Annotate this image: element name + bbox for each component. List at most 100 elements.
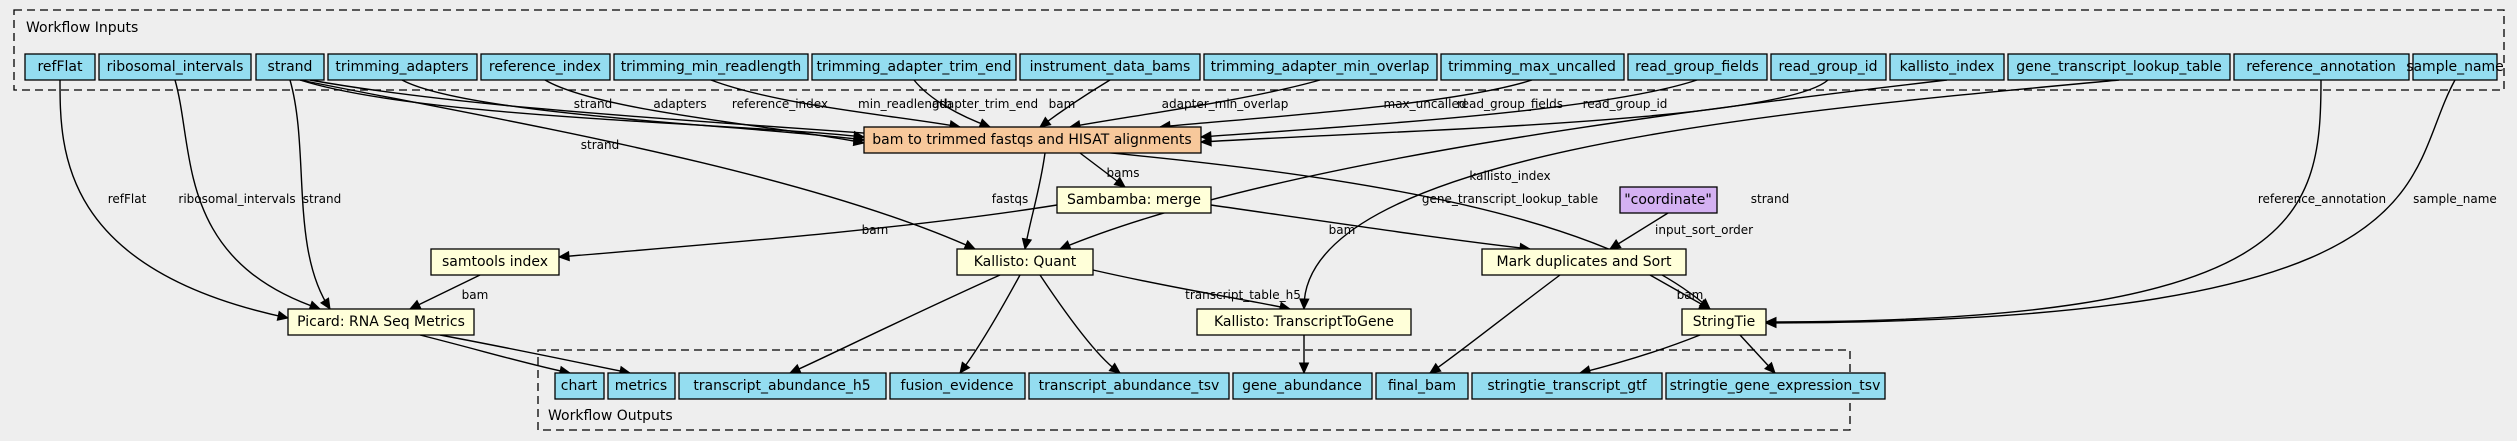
edge-markdup-finalbam-arrowhead — [1428, 362, 1442, 374]
edge-refflat-picard-arrowhead — [276, 310, 290, 321]
output-node-transcript-abundance-h5[interactable]: transcript_abundance_h5 — [678, 372, 887, 400]
step-node-samtools-index[interactable]: samtools index — [430, 248, 560, 276]
output-node-chart[interactable]: chart — [554, 372, 605, 400]
input-node-gene-transcript-lookup-table[interactable]: gene_transcript_lookup_table — [2007, 53, 2231, 81]
input-node-reference-annotation[interactable]: reference_annotation — [2233, 53, 2410, 81]
input-node-strand[interactable]: strand — [255, 53, 325, 81]
output-node-stringtie-transcript-gtf[interactable]: stringtie_transcript_gtf — [1471, 372, 1663, 400]
input-label-read-group-id: read_group_id — [1779, 59, 1878, 75]
edge-refanno-stringtie — [1765, 79, 2322, 323]
output-label-transcript-abundance-h5: transcript_abundance_h5 — [693, 378, 870, 394]
input-node-refflat[interactable]: refFlat — [24, 53, 96, 81]
input-node-instrument-data-bams[interactable]: instrument_data_bams — [1019, 53, 1201, 81]
input-label-read-group-fields: read_group_fields — [1635, 59, 1759, 75]
edge-rgfields-hisat — [1200, 79, 1698, 138]
edge-bams-hisat-arrowhead — [1039, 116, 1052, 128]
default-node-coordinate[interactable]: "coordinate" — [1619, 186, 1718, 214]
step-node-picard-rnaseq-metrics[interactable]: Picard: RNA Seq Metrics — [287, 308, 475, 336]
edge-refindex-hisat — [544, 79, 865, 144]
edge-rgid-hisat-label: read_group_id — [1583, 97, 1668, 111]
edge-merge-samtools — [558, 204, 1058, 258]
edge-picard-chart — [419, 334, 571, 374]
edge-strand-kquant-label: strand — [581, 138, 619, 152]
step-node-stringtie[interactable]: StringTie — [1681, 308, 1767, 336]
edge-minread-hisat — [710, 79, 961, 128]
output-node-stringtie-gene-expression-tsv[interactable]: stringtie_gene_expression_tsv — [1665, 372, 1886, 400]
edge-coordinate-markdup-arrowhead — [1608, 238, 1622, 250]
edge-hisat-kquant-arrowhead — [1021, 237, 1033, 251]
input-label-ribosomal-intervals: ribosomal_intervals — [107, 59, 244, 75]
edge-gtl-ttg-label: gene_transcript_lookup_table — [1422, 192, 1598, 206]
edge-stringtie-gtf — [1579, 334, 1701, 374]
input-node-reference-index[interactable]: reference_index — [480, 53, 611, 81]
output-node-gene-abundance[interactable]: gene_abundance — [1232, 372, 1373, 400]
input-label-sample-name: sample_name — [2406, 59, 2504, 75]
output-node-transcript-abundance-tsv[interactable]: transcript_abundance_tsv — [1028, 372, 1230, 400]
edge-rgfields-hisat-label: read_group_fields — [1457, 97, 1563, 111]
input-node-trimming-adapters[interactable]: trimming_adapters — [327, 53, 478, 81]
edge-sample-stringtie-arrowhead — [1764, 317, 1777, 329]
output-node-fusion-evidence[interactable]: fusion_evidence — [889, 372, 1026, 400]
input-label-reference-annotation: reference_annotation — [2246, 59, 2396, 75]
edge-minoverlap-hisat-label: adapter_min_overlap — [1162, 97, 1289, 111]
workflow-outputs-label: Workflow Outputs — [548, 408, 673, 424]
edge-minread-hisat-label: min_readlength — [858, 97, 952, 111]
edge-sample-stringtie — [1765, 79, 2456, 324]
output-node-final-bam[interactable]: final_bam — [1375, 372, 1469, 400]
input-node-trimming-max-uncalled[interactable]: trimming_max_uncalled — [1440, 53, 1625, 81]
edge-merge-markdup — [1210, 204, 1531, 250]
output-label-fusion-evidence: fusion_evidence — [901, 378, 1014, 394]
input-label-trimming-adapter-min-overlap: trimming_adapter_min_overlap — [1211, 59, 1430, 75]
step-node-kallisto-transcripttogene[interactable]: Kallisto: TranscriptToGene — [1196, 308, 1412, 336]
step-node-sambamba-merge[interactable]: Sambamba: merge — [1056, 186, 1212, 214]
input-label-trimming-max-uncalled: trimming_max_uncalled — [1448, 59, 1616, 75]
edge-kquant-fusion-arrowhead — [959, 361, 971, 374]
input-label-kallisto-index: kallisto_index — [1900, 59, 1995, 75]
step-label-stringtie: StringTie — [1693, 314, 1755, 330]
output-label-transcript-abundance-tsv: transcript_abundance_tsv — [1039, 378, 1220, 394]
edge-samtools-picard-arrowhead — [408, 299, 422, 310]
input-node-trimming-adapter-min-overlap[interactable]: trimming_adapter_min_overlap — [1203, 53, 1438, 81]
input-node-read-group-fields[interactable]: read_group_fields — [1627, 53, 1768, 81]
edge-hisat-merge-arrowhead — [1113, 176, 1126, 188]
step-node-mark-duplicates-sort[interactable]: Mark duplicates and Sort — [1481, 248, 1687, 276]
input-label-reference-index: reference_index — [489, 59, 601, 75]
edge-kquant-ttg-label: transcript_table_h5 — [1185, 288, 1301, 302]
edge-strand-kquant-arrowhead — [963, 239, 977, 250]
edge-trimend-hisat-label: adapter_trim_end — [932, 97, 1038, 111]
edge-refflat-picard-label: refFlat — [108, 192, 147, 206]
input-label-trimming-adapters: trimming_adapters — [335, 59, 468, 75]
edge-merge-markdup-label: bam — [1329, 223, 1356, 237]
edge-minoverlap-hisat — [1069, 79, 1321, 128]
step-label-picard-rnaseq-metrics: Picard: RNA Seq Metrics — [297, 314, 465, 330]
input-node-kallisto-index[interactable]: kallisto_index — [1889, 53, 2005, 81]
edge-strand-picard-label: strand — [303, 192, 341, 206]
input-label-trimming-min-readlength: trimming_min_readlength — [621, 59, 802, 75]
edge-kquant-h5-arrowhead — [788, 363, 802, 374]
edge-kallistoindex-kquant-label: kallisto_index — [1469, 169, 1550, 183]
edge-strand-picard — [289, 79, 331, 310]
input-node-trimming-adapter-trim-end[interactable]: trimming_adapter_trim_end — [811, 53, 1017, 81]
edge-stringtie-expr-arrowhead — [1764, 361, 1776, 374]
edge-coordinate-markdup-label: input_sort_order — [1655, 223, 1753, 237]
edge-merge-samtools-label: bam — [862, 223, 889, 237]
input-node-ribosomal-intervals[interactable]: ribosomal_intervals — [98, 53, 252, 81]
edge-kquant-tsv — [1039, 274, 1121, 374]
step-node-kallisto-quant[interactable]: Kallisto: Quant — [956, 248, 1094, 276]
input-node-sample-name[interactable]: sample_name — [2406, 53, 2504, 81]
edge-ribo-picard-label: ribosomal_intervals — [178, 192, 295, 206]
output-label-metrics: metrics — [615, 378, 667, 394]
output-node-metrics[interactable]: metrics — [607, 372, 676, 400]
edge-refflat-picard — [59, 79, 289, 319]
edge-ribo-picard — [174, 79, 321, 310]
edge-adapters-hisat-label: adapters — [653, 97, 706, 111]
step-label-hisat: bam to trimmed fastqs and HISAT alignmen… — [872, 132, 1191, 148]
input-label-instrument-data-bams: instrument_data_bams — [1030, 59, 1191, 75]
input-node-read-group-id[interactable]: read_group_id — [1770, 53, 1887, 81]
input-node-trimming-min-readlength[interactable]: trimming_min_readlength — [613, 53, 809, 81]
output-label-stringtie-gene-expression-tsv: stringtie_gene_expression_tsv — [1670, 378, 1881, 394]
edge-kquant-ttg — [1092, 269, 1291, 310]
output-label-stringtie-transcript-gtf: stringtie_transcript_gtf — [1487, 378, 1647, 394]
step-node-hisat[interactable]: bam to trimmed fastqs and HISAT alignmen… — [863, 126, 1202, 154]
